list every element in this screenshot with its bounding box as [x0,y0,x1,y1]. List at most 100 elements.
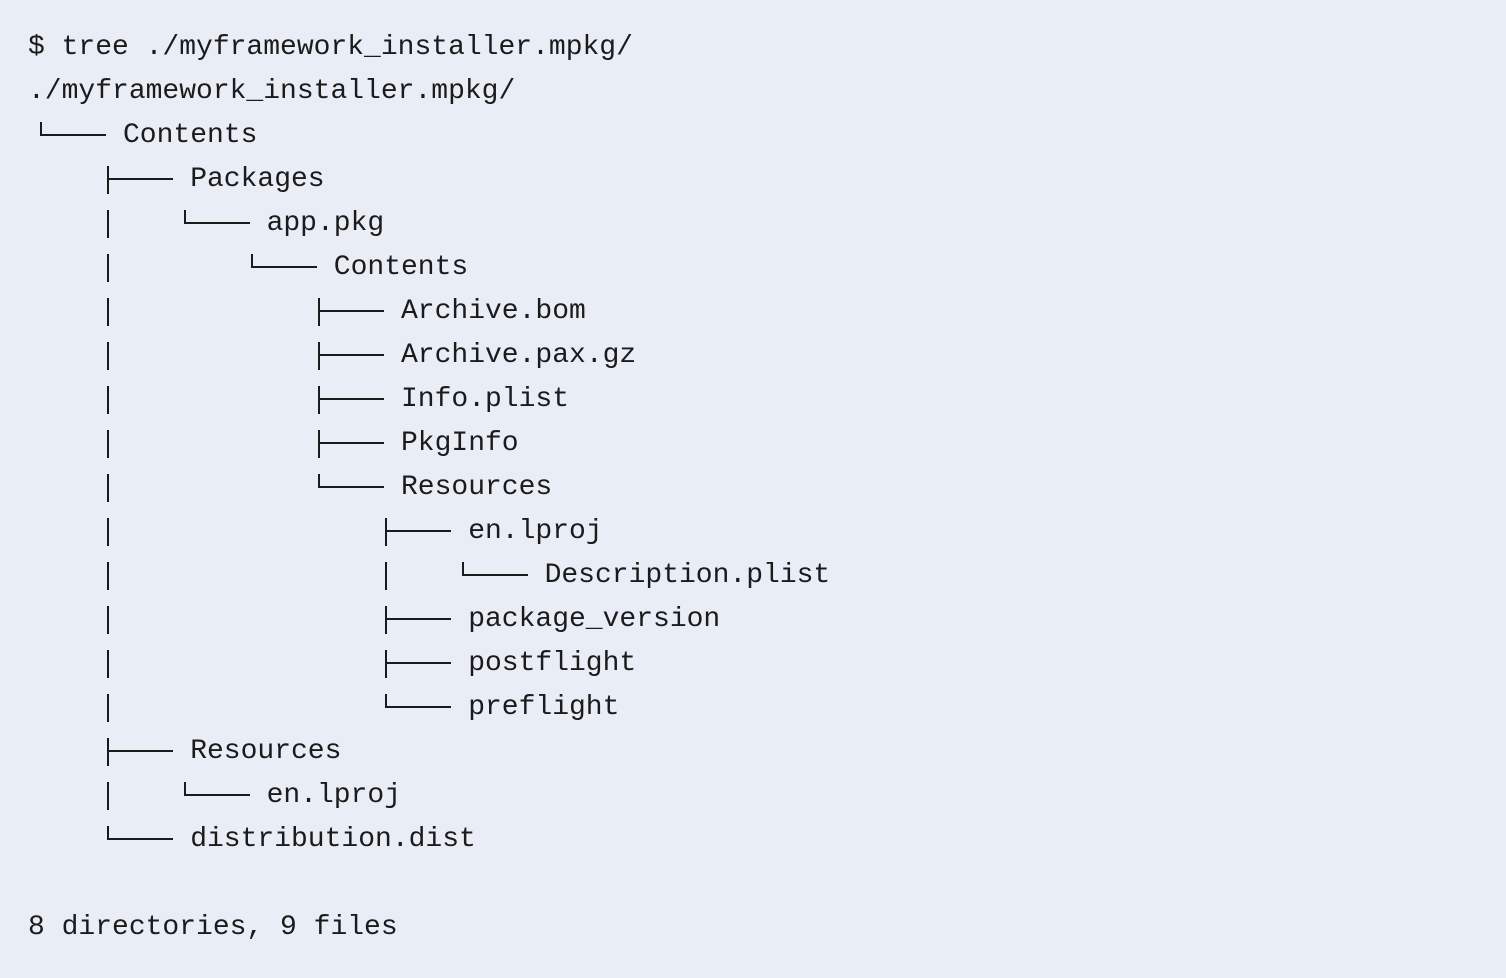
tree-indent-space [121,554,373,598]
tree-indent-space [28,246,95,290]
tree-entry: en.lproj [28,774,1506,818]
tree-branch-tee [373,642,452,686]
tree-branch-tee [306,378,384,422]
tree-indent-space [121,510,373,554]
tree-entry: app.pkg [28,202,1506,246]
tree-branch-tee [306,422,384,466]
tree-indent-space [28,686,95,730]
tree-entry: distribution.dist [28,818,1506,862]
tree-branch-elbow [95,818,174,862]
tree-entry-label: package_version [468,604,721,635]
tree-entry-label: postflight [468,648,637,679]
tree-branch-elbow [28,114,106,158]
tree-branch-elbow [450,554,528,598]
tree-entry: preflight [28,686,1506,730]
tree-vertical-line [95,378,121,422]
tree-entry: Archive.bom [28,290,1506,334]
tree-branch-tee [95,158,174,202]
tree-entry-label: Archive.bom [400,296,586,327]
tree-indent-space [121,466,306,510]
tree-vertical-line [95,686,121,730]
tree-entry-label: Resources [190,736,342,767]
tree-entry-label: Resources [400,472,553,503]
tree-indent-space [121,422,306,466]
tree-entry: Info.plist [28,378,1506,422]
tree-branch-elbow [306,466,384,510]
tree-indent-space [121,246,239,290]
tree-branch-elbow [373,686,452,730]
command-line: $ tree ./myframework_installer.mpkg/ [28,32,633,63]
tree-entry-label: Description.plist [544,560,831,591]
tree-indent-space [28,466,95,510]
summary-line: 8 directories, 9 files [28,912,398,943]
tree-branch-elbow [239,246,317,290]
tree-branch-tee [306,334,384,378]
tree-indent-space [399,554,449,598]
tree-indent-space [28,818,95,862]
tree-entry: package_version [28,598,1506,642]
tree-indent-space [121,202,171,246]
tree-indent-space [121,378,306,422]
tree-indent-space [28,334,95,378]
tree-vertical-line [95,246,121,290]
tree-vertical-line [95,598,121,642]
tree-vertical-line [95,466,121,510]
tree-entry-label: Info.plist [400,384,570,415]
tree-branch-elbow [172,202,250,246]
tree-entry-label: app.pkg [266,208,385,239]
tree-indent-space [28,730,95,774]
tree-indent-space [28,290,95,334]
tree-branch-tee [373,598,452,642]
tree-vertical-line [95,554,121,598]
tree-entry: Packages [28,158,1506,202]
tree-indent-space [121,642,373,686]
tree-entry-label: Packages [190,164,325,195]
tree-indent-space [121,686,373,730]
tree-indent-space [28,554,95,598]
tree-entry-label: Contents [123,120,258,151]
tree-indent-space [121,290,306,334]
tree-entry: Archive.pax.gz [28,334,1506,378]
root-path-line: ./myframework_installer.mpkg/ [28,76,516,107]
tree-indent-space [28,774,95,818]
tree-indent-space [121,774,171,818]
tree-indent-space [121,334,306,378]
tree-indent-space [28,202,95,246]
tree-indent-space [28,378,95,422]
tree-entry: PkgInfo [28,422,1506,466]
tree-indent-space [28,158,95,202]
tree-entry: Contents [28,114,1506,158]
tree-entry: Description.plist [28,554,1506,598]
tree-branch-tee [373,510,452,554]
tree-vertical-line [95,510,121,554]
tree-vertical-line [373,554,399,598]
tree-indent-space [28,598,95,642]
tree-entry-label: PkgInfo [400,428,519,459]
tree-entry-label: preflight [468,692,620,723]
tree-indent-space [28,642,95,686]
tree-entry-label: Archive.pax.gz [400,340,637,371]
blank-line [28,862,1506,906]
tree-entry: en.lproj [28,510,1506,554]
tree-vertical-line [95,774,121,818]
tree-vertical-line [95,290,121,334]
tree-entry-label: en.lproj [468,516,603,547]
tree-indent-space [28,510,95,554]
tree-entry: Contents [28,246,1506,290]
tree-branch-tee [306,290,384,334]
tree-entry-label: en.lproj [266,780,401,811]
tree-entry-label: distribution.dist [190,824,476,855]
tree-entry: postflight [28,642,1506,686]
tree-branch-tee [95,730,174,774]
tree-vertical-line [95,202,121,246]
tree-indent-space [28,422,95,466]
tree-vertical-line [95,642,121,686]
tree-vertical-line [95,334,121,378]
tree-vertical-line [95,422,121,466]
tree-indent-space [121,598,373,642]
tree-entry: Resources [28,466,1506,510]
tree-branch-elbow [172,774,250,818]
tree-entry: Resources [28,730,1506,774]
